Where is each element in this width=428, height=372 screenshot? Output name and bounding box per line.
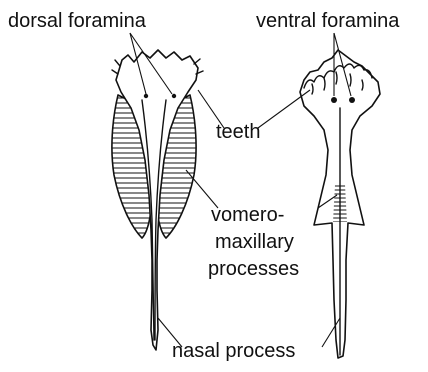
dorsal-foramen-left: [144, 94, 148, 98]
label-vomeromaxillary-1: vomero-: [211, 204, 284, 226]
ventral-view-bone: [300, 50, 380, 358]
dorsal-view-bone: [100, 50, 210, 350]
label-nasal-process: nasal process: [172, 340, 295, 362]
label-teeth: teeth: [216, 121, 260, 143]
label-dorsal-foramina: dorsal foramina: [8, 10, 147, 32]
ventral-foramen-right: [349, 97, 355, 103]
label-vomeromaxillary-3: processes: [208, 258, 299, 280]
ventral-foramen-left: [331, 97, 337, 103]
label-vomeromaxillary-2: maxillary: [215, 231, 294, 253]
label-ventral-foramina: ventral foramina: [256, 10, 400, 32]
dorsal-foramen-right: [172, 94, 176, 98]
